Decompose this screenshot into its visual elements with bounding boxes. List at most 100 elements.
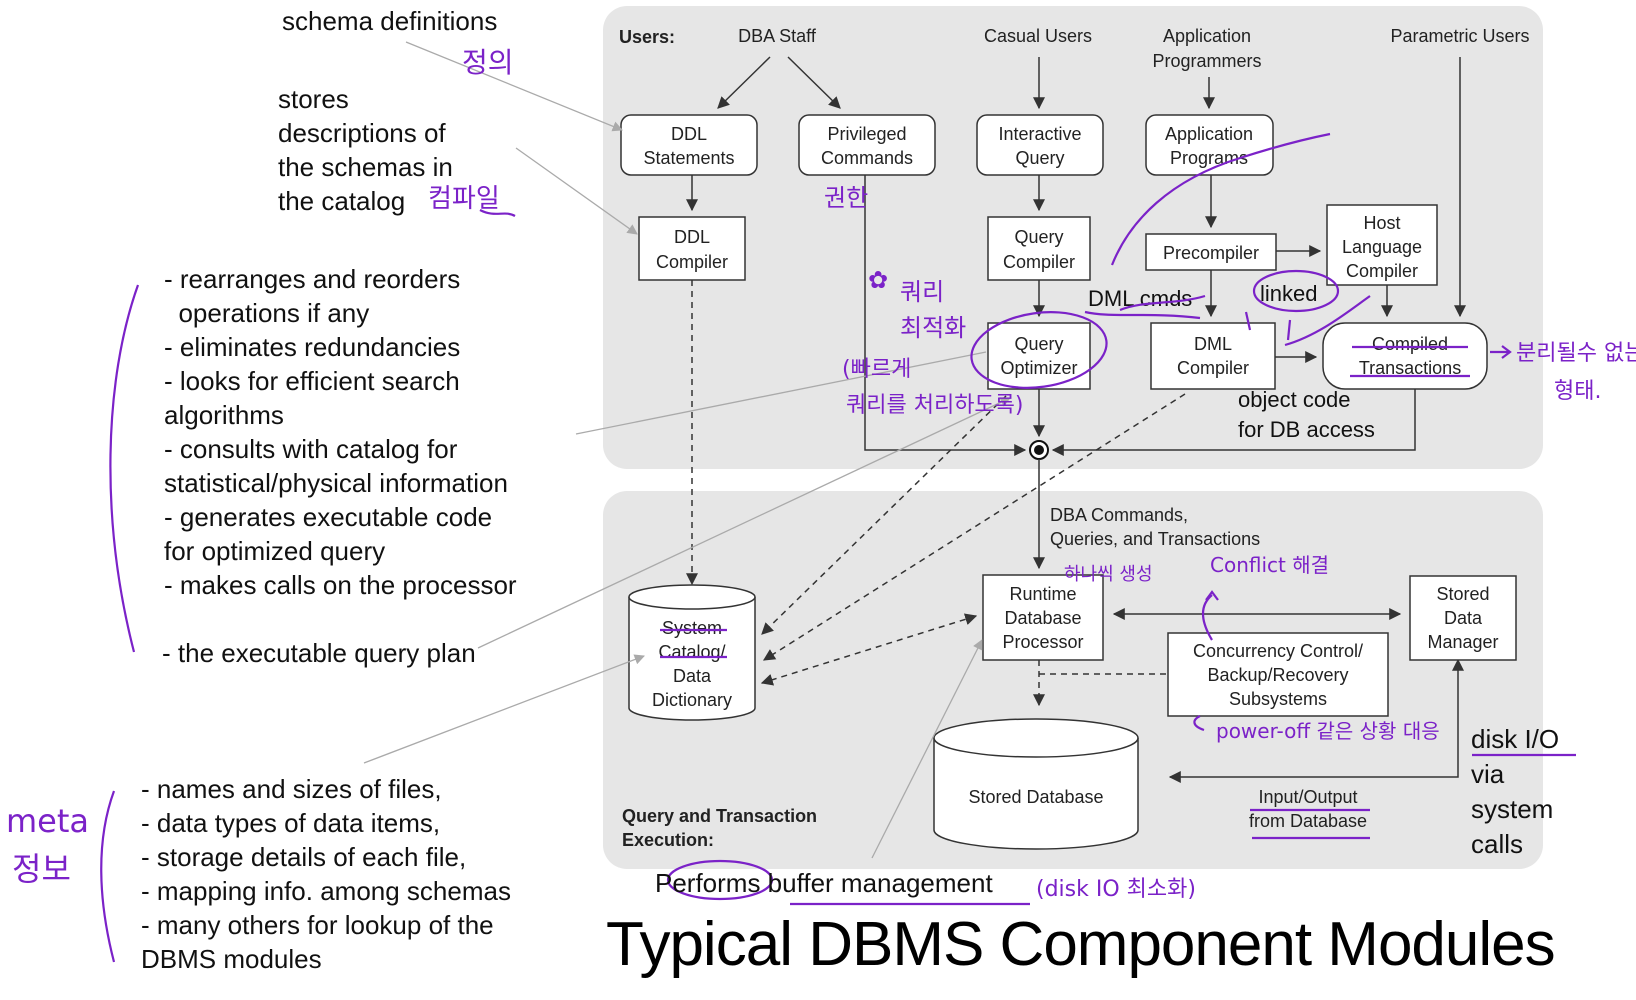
list-item: for optimized query	[164, 536, 386, 566]
hand-privilege: 권한	[824, 184, 868, 212]
hand-query-optimize-1: 쿼리	[900, 278, 944, 306]
svg-text:Compiler: Compiler	[1003, 252, 1075, 272]
application-programs-box: Application Programs	[1145, 114, 1274, 176]
svg-text:Application: Application	[1165, 124, 1253, 144]
svg-text:Transactions: Transactions	[1359, 358, 1461, 378]
list-item: operations if any	[164, 298, 370, 328]
svg-text:Query: Query	[1014, 334, 1063, 354]
disk-io-label-3: system	[1471, 794, 1553, 824]
svg-text:Host: Host	[1363, 213, 1400, 233]
compiled-transactions-box: Compiled Transactions	[1322, 322, 1488, 390]
hand-star-icon: ✿	[868, 266, 888, 294]
svg-text:Stored: Stored	[1436, 584, 1489, 604]
note-buffer-management: Performs buffer management	[655, 868, 993, 898]
list-item: DBMS modules	[141, 944, 322, 974]
user-casual: Casual Users	[984, 26, 1092, 46]
hand-query-optimize-2: 최적화	[900, 314, 966, 342]
list-item: - looks for efficient search	[164, 366, 460, 396]
disk-io-label-2: via	[1471, 759, 1505, 789]
user-dba-staff: DBA Staff	[738, 26, 817, 46]
ddl-compiler-box: DDL Compiler	[638, 216, 746, 281]
list-item: - makes calls on the processor	[164, 570, 517, 600]
note-executable-plan: - the executable query plan	[162, 638, 476, 668]
note-line: the catalog	[278, 186, 406, 216]
hand-conflict: Conflict 해결	[1210, 553, 1329, 577]
list-item: - consults with catalog for	[164, 434, 458, 464]
svg-text:Language: Language	[1342, 237, 1422, 257]
note-optimizer-list: - rearranges and reorders operations if …	[164, 262, 517, 602]
svg-text:Precompiler: Precompiler	[1163, 243, 1259, 263]
flow-arrows	[686, 56, 1466, 783]
svg-text:Interactive: Interactive	[998, 124, 1081, 144]
svg-text:Query: Query	[1015, 148, 1064, 168]
hand-create-once: 하나씩 생성	[1064, 564, 1153, 585]
svg-text:Data: Data	[1444, 608, 1483, 628]
svg-text:Optimizer: Optimizer	[1000, 358, 1077, 378]
user-app-programmers-1: Application	[1163, 26, 1251, 46]
list-item: - data types of data items,	[141, 808, 441, 838]
svg-text:Compiler: Compiler	[1346, 261, 1418, 281]
handwritten-marks	[100, 132, 1576, 963]
svg-text:Programs: Programs	[1170, 148, 1248, 168]
note-schema-definitions: schema definitions	[282, 6, 498, 36]
svg-text:Processor: Processor	[1002, 632, 1083, 652]
hand-power-off: power-off 같은 상황 대응	[1216, 719, 1440, 743]
hand-fast-query-1: (빠르게	[842, 357, 911, 382]
svg-text:DDL: DDL	[674, 227, 710, 247]
hand-definition: 정의	[462, 46, 514, 79]
hand-inseparable-1: 분리될수 없는	[1516, 341, 1636, 366]
list-item: - generates executable code	[164, 502, 493, 532]
list-item: - eliminates redundancies	[164, 332, 461, 362]
svg-text:Subsystems: Subsystems	[1229, 689, 1327, 709]
svg-text:Statements: Statements	[643, 148, 734, 168]
concurrency-control-box: Concurrency Control/ Backup/Recovery Sub…	[1167, 632, 1389, 717]
note-stores-descriptions: stores descriptions of the schemas in th…	[278, 82, 453, 218]
disk-io-label: disk I/O	[1471, 724, 1559, 754]
note-catalog-list: - names and sizes of files, - data types…	[141, 772, 511, 976]
ddl-statements-box: DDL Statements	[620, 114, 758, 176]
dashed-arrows	[686, 280, 1186, 707]
hand-inseparable-2: 형태.	[1554, 379, 1601, 404]
svg-text:Manager: Manager	[1427, 632, 1498, 652]
dba-commands-label: DBA Commands,	[1050, 505, 1188, 525]
object-code-label-2: for DB access	[1238, 417, 1375, 442]
page-title: Typical DBMS Component Modules	[606, 910, 1556, 979]
list-item: statistical/physical information	[164, 468, 508, 498]
list-item: - storage details of each file,	[141, 842, 467, 872]
list-item: - names and sizes of files,	[141, 774, 442, 804]
hand-info: 정보	[12, 850, 71, 888]
list-item: - mapping info. among schemas	[141, 876, 511, 906]
svg-text:Query: Query	[1014, 227, 1063, 247]
user-parametric: Parametric Users	[1390, 26, 1529, 46]
svg-text:Dictionary: Dictionary	[652, 690, 732, 710]
svg-text:Compiler: Compiler	[1177, 358, 1249, 378]
stored-database-cylinder: Stored Database	[933, 718, 1139, 850]
svg-text:Commands: Commands	[821, 148, 913, 168]
svg-text:DDL: DDL	[671, 124, 707, 144]
disk-io-label-4: calls	[1471, 829, 1523, 859]
svg-text:Data: Data	[673, 666, 712, 686]
system-catalog-cylinder: System Catalog/ Data Dictionary	[628, 584, 756, 721]
list-item: algorithms	[164, 400, 284, 430]
callout-lines	[363, 41, 1011, 859]
dml-compiler-box: DML Compiler	[1150, 322, 1276, 390]
hand-fast-query-2: 쿼리를 처리하도록)	[846, 393, 1024, 418]
svg-text:Stored Database: Stored Database	[968, 787, 1103, 807]
note-line: stores	[278, 84, 349, 114]
precompiler-box: Precompiler	[1145, 233, 1277, 271]
stored-data-manager-box: Stored Data Manager	[1409, 575, 1517, 661]
io-label: Input/Output	[1258, 787, 1357, 807]
svg-text:Concurrency Control/: Concurrency Control/	[1193, 641, 1363, 661]
dba-commands-label-2: Queries, and Transactions	[1050, 529, 1260, 549]
object-code-label: object code	[1238, 387, 1351, 412]
note-line: descriptions of	[278, 118, 446, 148]
host-language-compiler-box: Host Language Compiler	[1326, 204, 1438, 286]
svg-text:DML: DML	[1194, 334, 1232, 354]
execution-label: Query and Transaction	[622, 806, 817, 826]
execution-label-2: Execution:	[622, 830, 714, 850]
users-label: Users:	[619, 27, 675, 47]
query-compiler-box: Query Compiler	[987, 216, 1091, 281]
svg-text:Compiler: Compiler	[656, 252, 728, 272]
privileged-commands-box: Privileged Commands	[798, 114, 936, 176]
